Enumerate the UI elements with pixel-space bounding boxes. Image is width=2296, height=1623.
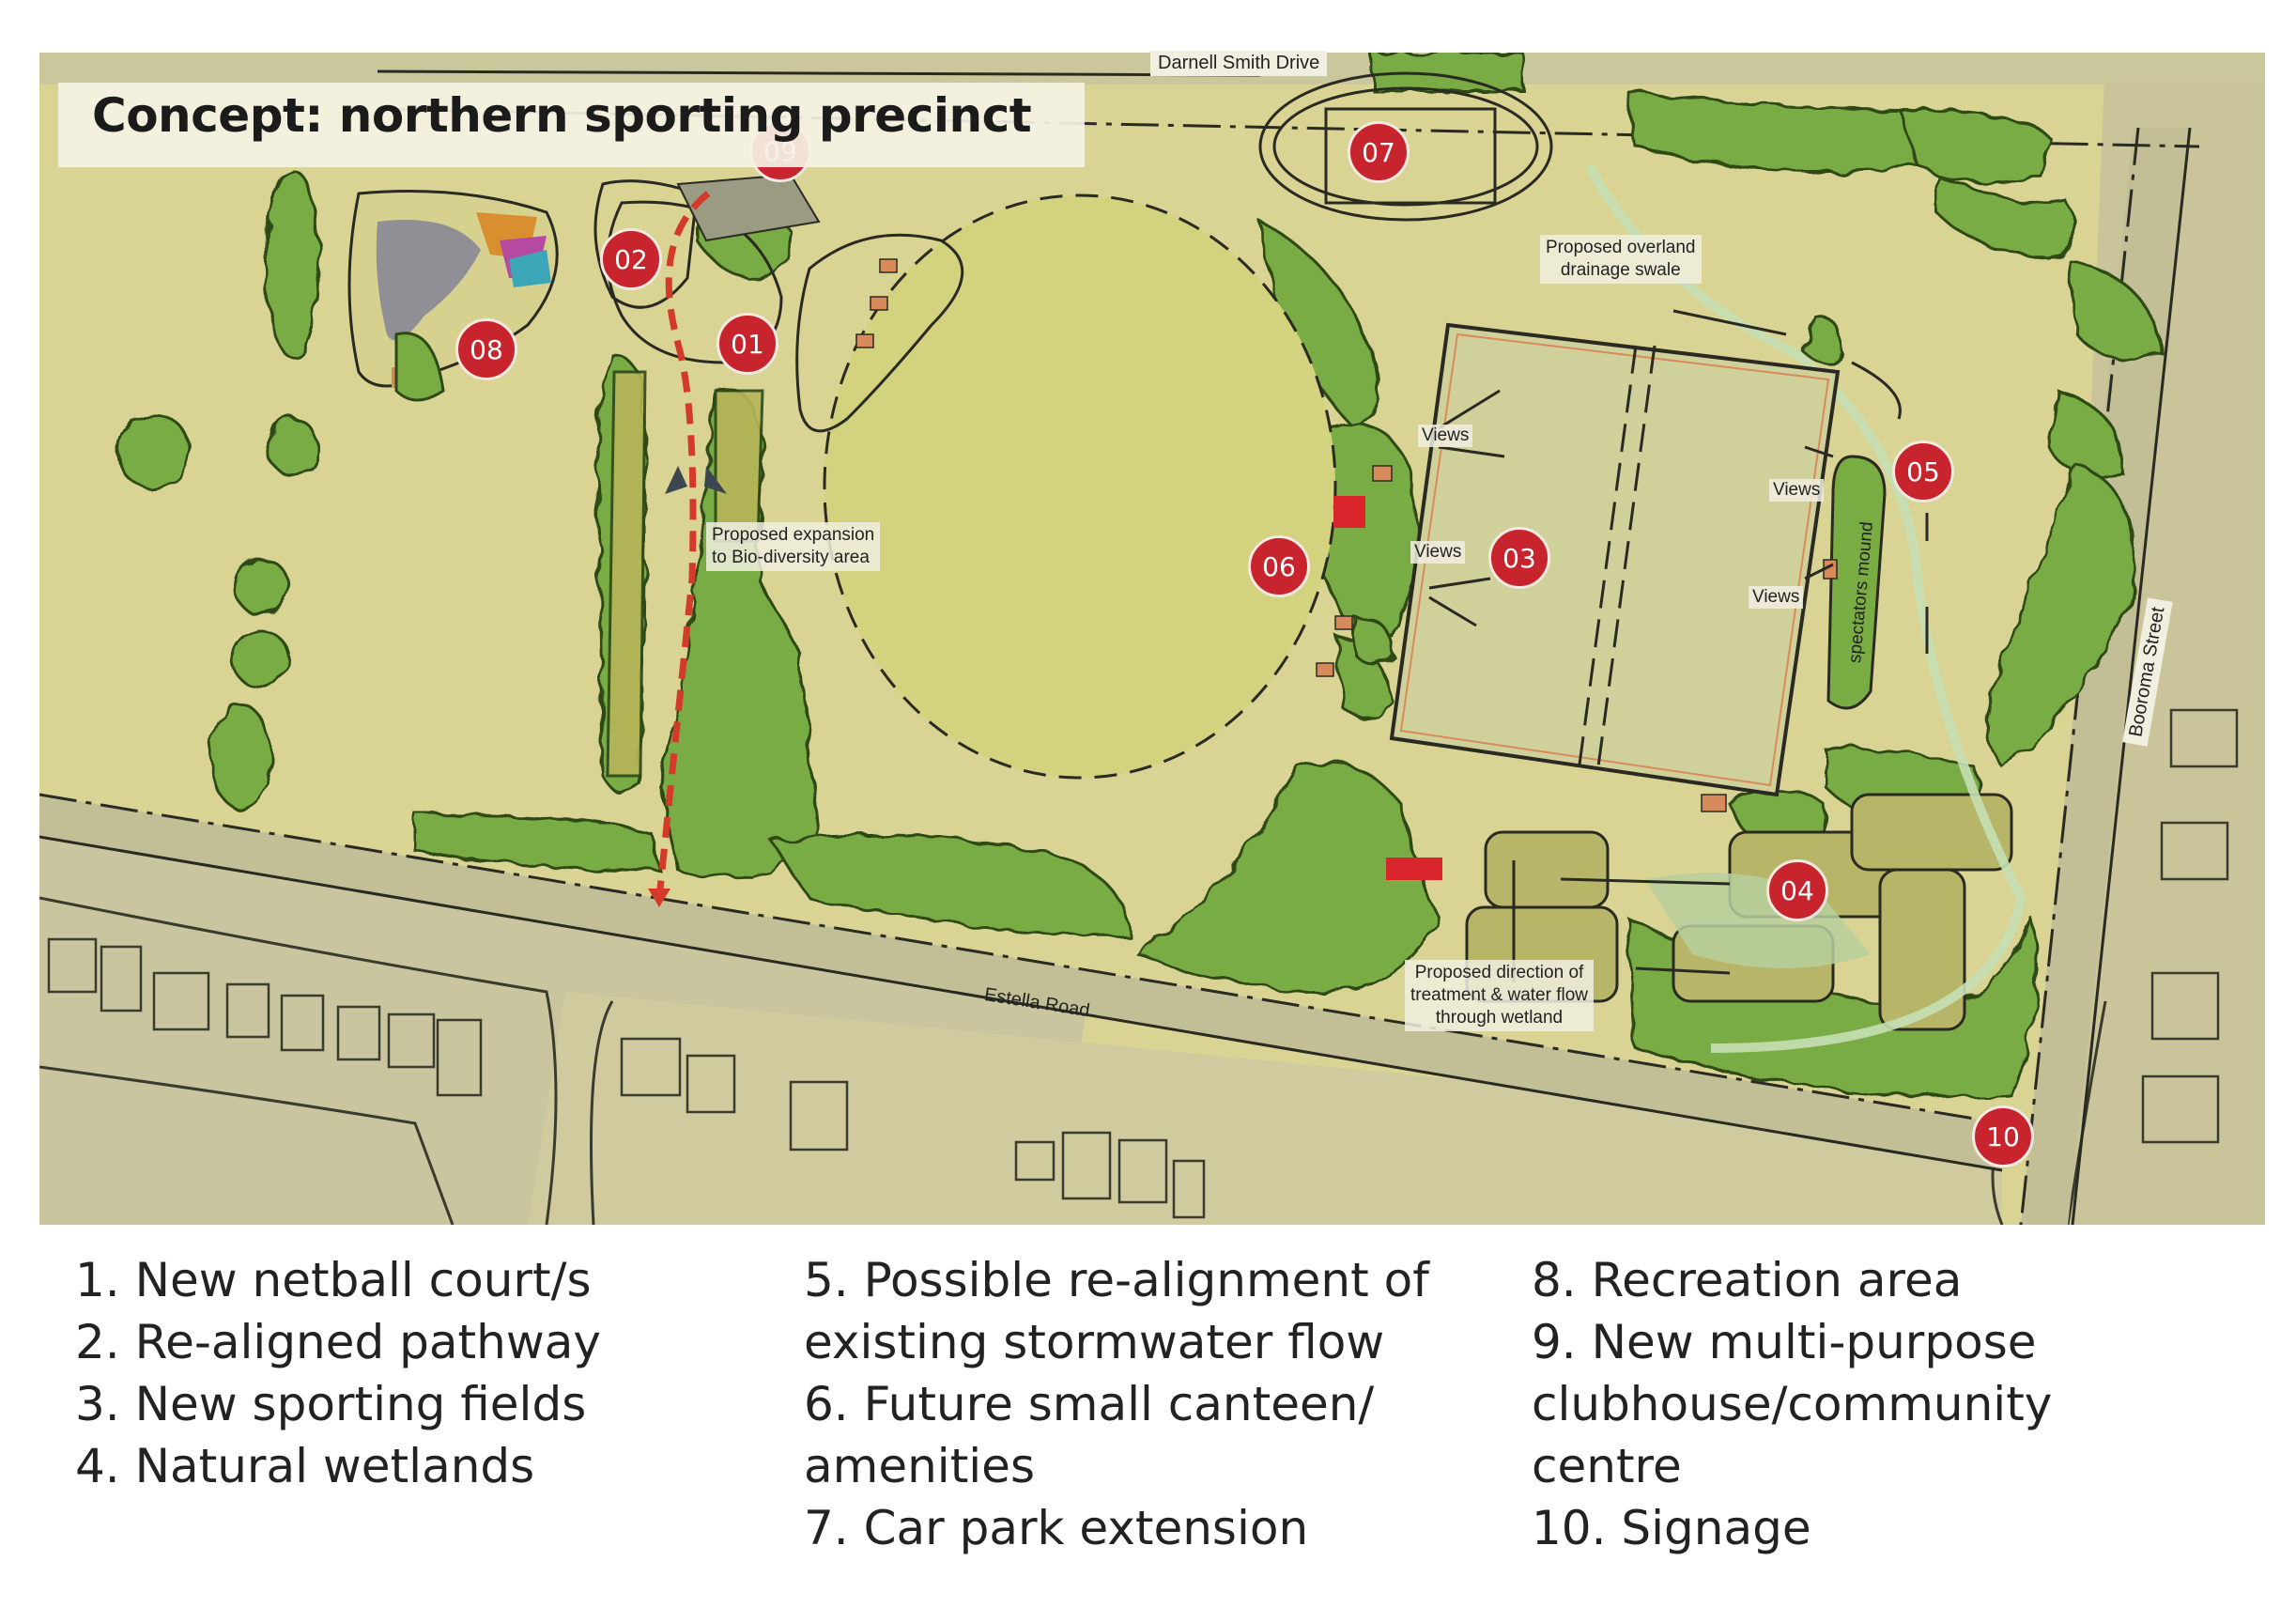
- house-footprints: [47, 708, 2239, 1219]
- red-building: [1386, 858, 1442, 880]
- spectators-mound: [1826, 455, 1887, 710]
- pathway-arrows: [665, 466, 727, 494]
- legend-item: centre: [1532, 1439, 1682, 1493]
- map-marker-01: 01: [717, 313, 778, 375]
- map-marker-07: 07: [1348, 121, 1410, 183]
- booroma-street-edges: [2019, 127, 2192, 1225]
- legend-item: 8. Recreation area: [1532, 1253, 1963, 1307]
- views-label-4: Views: [1749, 586, 1804, 609]
- legend-item: 9. New multi-purpose: [1532, 1315, 2037, 1369]
- car-park-extension-outline: [1258, 71, 1553, 222]
- legend-item: 10. Signage: [1532, 1501, 1811, 1555]
- residential-area-south: [528, 992, 2002, 1225]
- biodiversity-annotation-line-1: Proposed expansion: [712, 525, 875, 545]
- legend-column-2: 5. Possible re-alignment of existing sto…: [804, 1249, 1429, 1559]
- title-banner: [58, 83, 1085, 167]
- overland-drainage-swale: [1584, 162, 2026, 1053]
- biodiversity-annotation-line-2: to Bio-diversity area: [712, 548, 870, 567]
- canteen-building: [1333, 496, 1365, 528]
- clubhouse-building: [676, 173, 821, 242]
- wetland-flow-annotation-line-1: Proposed direction of: [1414, 963, 1584, 982]
- site-plan-map: [39, 53, 2265, 1225]
- estella-road-edges: [39, 793, 2003, 1172]
- booroma-street: [2021, 128, 2190, 1225]
- views-label-3: Views: [1769, 479, 1825, 502]
- map-marker-04: 04: [1766, 859, 1828, 921]
- page-title: Concept: northern sporting precinct: [92, 88, 1032, 143]
- legend-column-1: 1. New netball court/s 2. Re-aligned pat…: [75, 1249, 601, 1497]
- map-marker-10: 10: [1972, 1105, 2034, 1167]
- views-label-2: Views: [1410, 541, 1466, 564]
- drainage-swale-annotation-line-1: Proposed overland: [1546, 238, 1696, 257]
- legend-item: existing stormwater flow: [804, 1315, 1385, 1369]
- legend-item: 7. Car park extension: [804, 1501, 1309, 1555]
- legend-item: 6. Future small canteen/: [804, 1377, 1375, 1431]
- legend-item: 1. New netball court/s: [75, 1253, 592, 1307]
- map-marker-02: 02: [600, 228, 662, 290]
- legend-item: 4. Natural wetlands: [75, 1439, 535, 1493]
- biodiversity-annotation: Proposed expansion to Bio-diversity area: [706, 522, 881, 571]
- re-aligned-pathway-arrow: [648, 889, 670, 907]
- map-marker-06: 06: [1248, 535, 1310, 597]
- drainage-swale-annotation: Proposed overland drainage swale: [1540, 235, 1702, 284]
- legend-item: clubhouse/community: [1532, 1377, 2053, 1431]
- biodiversity-strips: [606, 370, 764, 778]
- drainage-swale-annotation-line-2: drainage swale: [1560, 260, 1681, 280]
- legend-item: 2. Re-aligned pathway: [75, 1315, 601, 1369]
- legend-item: amenities: [804, 1439, 1035, 1493]
- legend-item: 3. New sporting fields: [75, 1377, 587, 1431]
- wetland-flow-annotation-line-3: through wetland: [1435, 1008, 1564, 1028]
- street-label-darnell-smith-drive: Darnell Smith Drive: [1150, 51, 1328, 76]
- sports-oval: [823, 193, 1337, 780]
- legend-column-3: 8. Recreation area 9. New multi-purpose …: [1532, 1249, 2052, 1559]
- wetland-flow-annotation-line-2: treatment & water flow: [1410, 985, 1589, 1005]
- car-park-bays: [795, 233, 964, 433]
- map-marker-03: 03: [1488, 527, 1550, 589]
- estella-road: [39, 795, 2002, 1170]
- legend-item: 5. Possible re-alignment of: [804, 1253, 1429, 1307]
- re-aligned-pathway: [655, 191, 711, 899]
- small-buildings: [855, 258, 1838, 812]
- map-marker-08: 08: [455, 318, 517, 380]
- views-label-1: Views: [1418, 425, 1473, 447]
- map-marker-05: 05: [1892, 441, 1954, 502]
- wetland-flow-annotation: Proposed direction of treatment & water …: [1405, 960, 1595, 1031]
- sporting-fields: [1389, 322, 1841, 797]
